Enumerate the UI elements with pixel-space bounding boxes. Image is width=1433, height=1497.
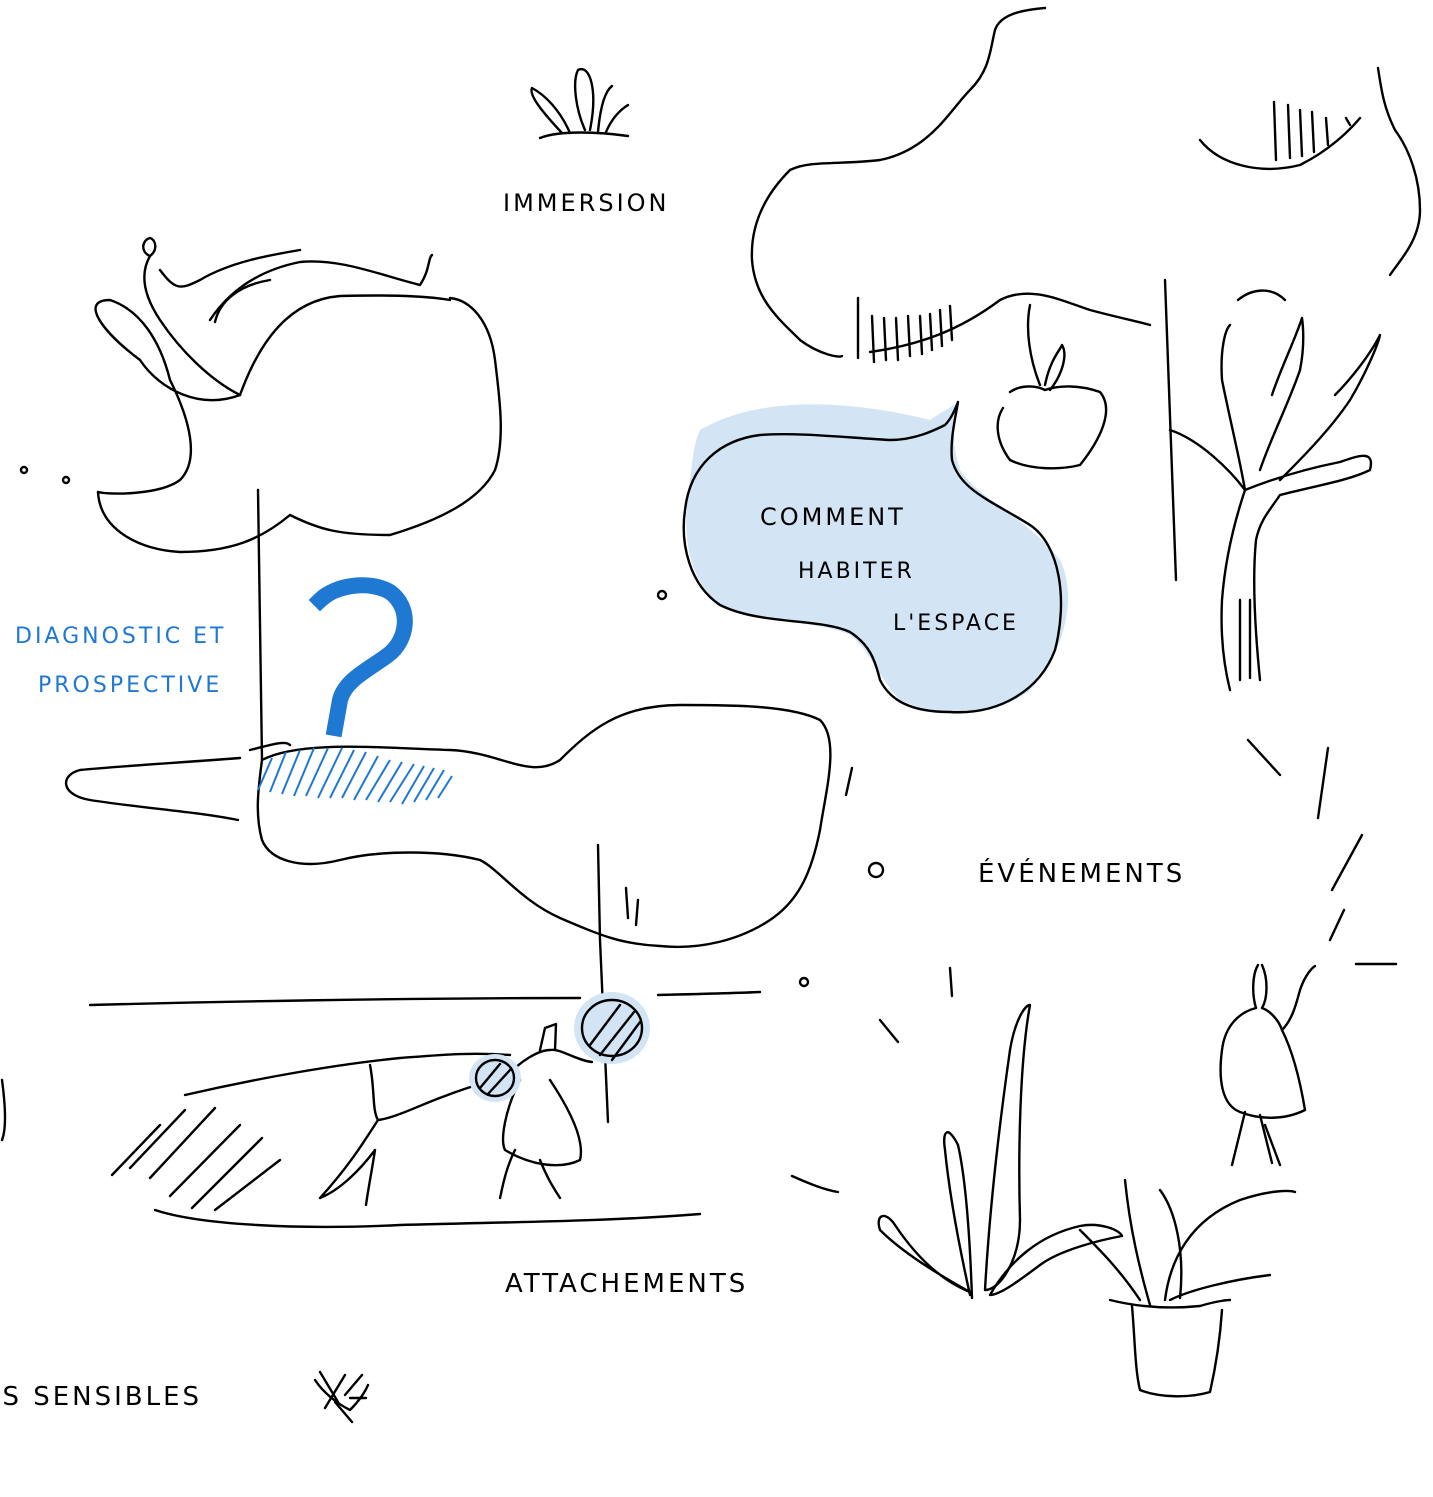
small-dot (658, 591, 666, 599)
bubble-text-line2: HABITER (798, 559, 915, 584)
question-speech-bubble (684, 402, 1068, 712)
evenements-label: ÉVÉNEMENTS (978, 857, 1185, 889)
attachments-scene (90, 992, 760, 1227)
attachements-label: ATTACHEMENTS (505, 1269, 748, 1299)
tree-figure-sketch (1170, 318, 1380, 690)
bubble-text-line3: L'ESPACE (893, 611, 1019, 636)
blue-hatch-area (258, 748, 452, 804)
immersion-label: IMMERSION (503, 189, 670, 217)
diagnostic-label-line1: DIAGNOSTIC ET (15, 624, 227, 649)
grass-tuft-icon (531, 69, 628, 138)
diagnostic-label-line2: PROSPECTIVE (38, 673, 222, 698)
reclining-figure-sketch (143, 238, 450, 395)
edge-stroke (2, 1080, 5, 1140)
bug-icon (315, 1372, 368, 1422)
bubble-text-line1: COMMENT (760, 503, 906, 531)
apple-icon (998, 305, 1106, 468)
sensibles-label: DES SENSIBLES (0, 1382, 202, 1412)
radiating-dashes (792, 740, 1396, 1192)
potted-plant-sketch (879, 1005, 1295, 1396)
walking-person-sketch (1221, 965, 1315, 1165)
middle-cloud-sketch (66, 705, 852, 1122)
question-mark-glyph (320, 585, 405, 728)
